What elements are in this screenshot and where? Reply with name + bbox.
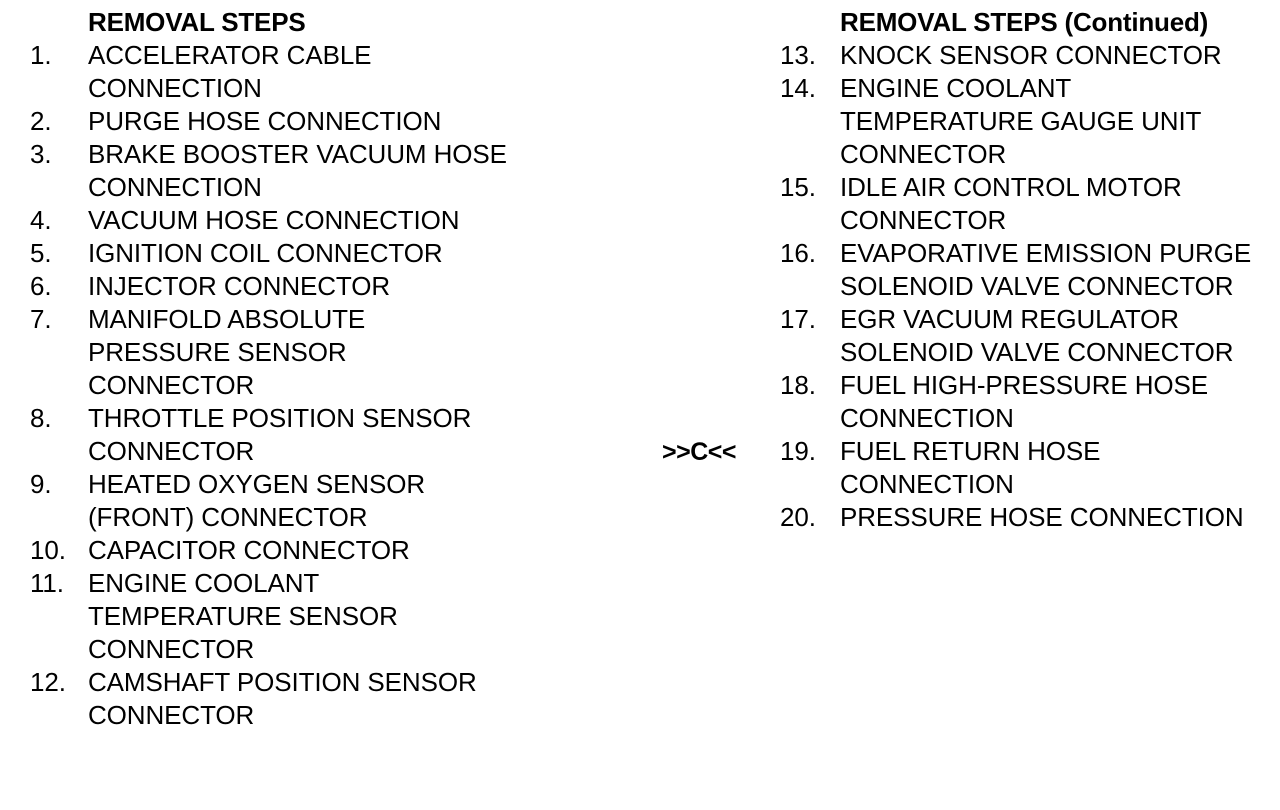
list-item: 12. CAMSHAFT POSITION SENSOR CONNECTOR	[0, 666, 620, 732]
step-label: VACUUM HOSE CONNECTION	[88, 205, 460, 235]
step-number: 16.	[780, 238, 816, 268]
list-item: 4. VACUUM HOSE CONNECTION	[0, 204, 620, 237]
list-item: 5. IGNITION COIL CONNECTOR	[0, 237, 620, 270]
step-label: KNOCK SENSOR CONNECTOR	[840, 40, 1222, 70]
left-column-step-list: 1. ACCELERATOR CABLE CONNECTION 2. PURGE…	[0, 39, 620, 732]
step-number: 10.	[30, 535, 66, 565]
step-number: 19.	[780, 436, 816, 466]
step-number: 17.	[780, 304, 816, 334]
list-item: 19. FUEL RETURN HOSE CONNECTION	[750, 435, 1280, 501]
step-number: 9.	[30, 469, 52, 499]
step-label: EGR VACUUM REGULATOR SOLENOID VALVE CONN…	[840, 304, 1234, 367]
list-item: 11. ENGINE COOLANT TEMPERATURE SENSOR CO…	[0, 567, 620, 666]
step-label: EVAPORATIVE EMISSION PURGE SOLENOID VALV…	[840, 238, 1252, 301]
step-label: INJECTOR CONNECTOR	[88, 271, 391, 301]
list-item: 17. EGR VACUUM REGULATOR SOLENOID VALVE …	[750, 303, 1280, 369]
list-item: 6. INJECTOR CONNECTOR	[0, 270, 620, 303]
step-number: 5.	[30, 238, 52, 268]
step-label: IGNITION COIL CONNECTOR	[88, 238, 443, 268]
step-number: 3.	[30, 139, 52, 169]
list-item: 10. CAPACITOR CONNECTOR	[0, 534, 620, 567]
removal-steps-right-column: REMOVAL STEPS (Continued) 13. KNOCK SENS…	[750, 6, 1280, 534]
list-item: 3. BRAKE BOOSTER VACUUM HOSE CONNECTION	[0, 138, 620, 204]
step-number: 20.	[780, 502, 816, 532]
step-number: 11.	[30, 568, 64, 598]
step-label: PURGE HOSE CONNECTION	[88, 106, 442, 136]
step-number: 7.	[30, 304, 52, 334]
step-label: IDLE AIR CONTROL MOTOR CONNECTOR	[840, 172, 1182, 235]
step-number: 6.	[30, 271, 52, 301]
step-label: BRAKE BOOSTER VACUUM HOSE CONNECTION	[88, 139, 507, 202]
step-number: 12.	[30, 667, 66, 697]
step-number: 14.	[780, 73, 816, 103]
list-item: 15. IDLE AIR CONTROL MOTOR CONNECTOR	[750, 171, 1280, 237]
step-label: ENGINE COOLANT TEMPERATURE GAUGE UNIT CO…	[840, 73, 1201, 169]
list-item: 2. PURGE HOSE CONNECTION	[0, 105, 620, 138]
step-number: 13.	[780, 40, 816, 70]
list-item: 7. MANIFOLD ABSOLUTE PRESSURE SENSOR CON…	[0, 303, 620, 402]
step-label: MANIFOLD ABSOLUTE PRESSURE SENSOR CONNEC…	[88, 304, 366, 400]
step-label: ACCELERATOR CABLE CONNECTION	[88, 40, 372, 103]
step-number: 4.	[30, 205, 52, 235]
list-item: 1. ACCELERATOR CABLE CONNECTION	[0, 39, 620, 105]
step-label: THROTTLE POSITION SENSOR CONNECTOR	[88, 403, 472, 466]
step-number: 18.	[780, 370, 816, 400]
step-label: FUEL HIGH-PRESSURE HOSE CONNECTION	[840, 370, 1209, 433]
right-column-heading: REMOVAL STEPS (Continued)	[840, 7, 1209, 37]
list-item: 8. THROTTLE POSITION SENSOR CONNECTOR	[0, 402, 620, 468]
list-item: 18. FUEL HIGH-PRESSURE HOSE CONNECTION	[750, 369, 1280, 435]
step-label: CAPACITOR CONNECTOR	[88, 535, 410, 565]
step-label: HEATED OXYGEN SENSOR (FRONT) CONNECTOR	[88, 469, 426, 532]
list-item: 20. PRESSURE HOSE CONNECTION	[750, 501, 1280, 534]
step-label: FUEL RETURN HOSE CONNECTION	[840, 436, 1101, 499]
step-label: CAMSHAFT POSITION SENSOR CONNECTOR	[88, 667, 477, 730]
list-item: 14. ENGINE COOLANT TEMPERATURE GAUGE UNI…	[750, 72, 1280, 171]
step-label: PRESSURE HOSE CONNECTION	[840, 502, 1244, 532]
step-number: 2.	[30, 106, 52, 136]
step-number: 1.	[30, 40, 52, 70]
step-label: ENGINE COOLANT TEMPERATURE SENSOR CONNEC…	[88, 568, 398, 664]
right-column-step-list: 13. KNOCK SENSOR CONNECTOR 14. ENGINE CO…	[750, 39, 1280, 534]
callout-marker-c: >>C<<	[662, 438, 736, 466]
left-column-heading: REMOVAL STEPS	[88, 7, 306, 37]
removal-steps-left-column: REMOVAL STEPS 1. ACCELERATOR CABLE CONNE…	[0, 6, 620, 732]
list-item: 16. EVAPORATIVE EMISSION PURGE SOLENOID …	[750, 237, 1280, 303]
list-item: 13. KNOCK SENSOR CONNECTOR	[750, 39, 1280, 72]
step-number: 15.	[780, 172, 816, 202]
list-item: 9. HEATED OXYGEN SENSOR (FRONT) CONNECTO…	[0, 468, 620, 534]
step-number: 8.	[30, 403, 52, 433]
